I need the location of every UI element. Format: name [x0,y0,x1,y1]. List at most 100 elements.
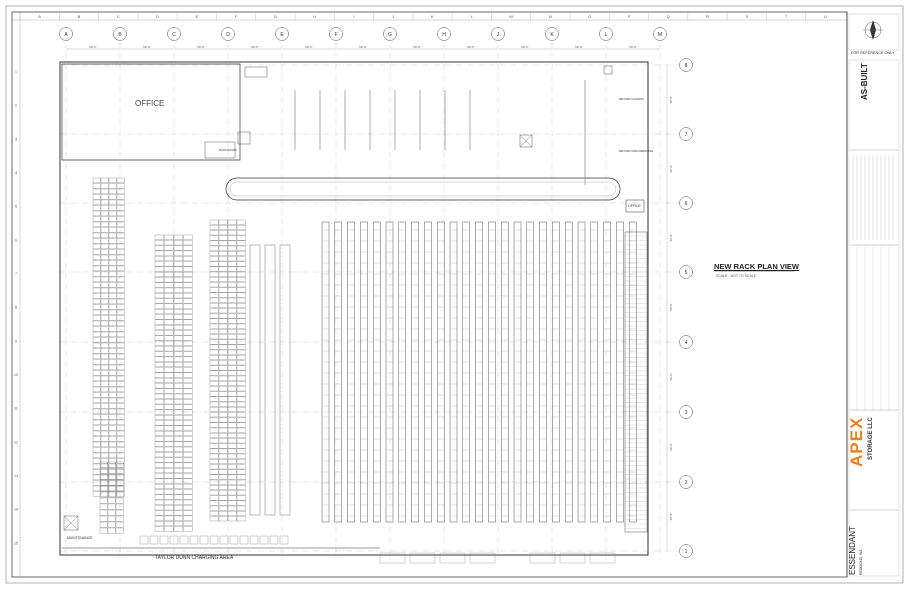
shelf-bin [227,448,237,454]
shelf-bin [116,199,125,206]
shelf-bin [92,249,101,255]
shelf-bin [236,469,246,475]
row-bubble [679,405,693,419]
shelf-column [264,244,276,516]
shelf-bin [183,245,193,251]
shelf-bin [183,356,193,362]
column-bubble [653,27,667,41]
shelf-bin [100,227,109,233]
shelf-bin [227,505,237,511]
shelf-bin [218,251,228,256]
x-marker [519,134,533,148]
shelf-bin [92,430,101,437]
row-bubble-label: 1 [685,549,688,555]
shelf-bin [183,404,193,410]
shelf-bin [154,346,165,352]
shelf-bin [108,199,117,206]
shelf-bin [92,447,101,453]
shelf-bin [227,365,237,371]
column-bubble [599,27,613,41]
shelf-bin [100,397,109,404]
shelf-bin [164,478,174,484]
as-built-label: AS-BUILT [860,63,869,100]
shelf-bin [218,407,228,412]
shelf-bin [183,240,193,246]
shelf-bin [218,365,228,371]
shelf-bin [107,521,116,528]
shelf-bin [154,441,165,447]
shelf-bin [236,485,246,490]
shelf-bin [154,287,165,293]
pallet-rack-row [577,221,586,523]
top-grid-letter: B [78,14,81,19]
shelf-bin [218,323,228,329]
top-grid-letter: N [549,14,552,19]
top-grid-letter: G [274,14,277,19]
shelf-bin [209,386,219,392]
shelf-bin [116,287,125,294]
column-bubble-label: J [497,32,500,38]
shelf-bin [209,266,219,272]
shelf-bin [236,261,246,267]
shelf-bin [115,497,124,504]
shelf-bin [154,436,165,442]
shelf-bin [108,298,117,305]
shelf-bin [92,370,101,376]
shelf-bin [92,260,101,266]
office-block [61,63,241,161]
shelf-bin [116,436,125,442]
column-bubble-label: K [550,32,554,38]
side-grid-number: 4 [15,171,17,175]
row-bubble [679,335,693,349]
shelf-bin [164,372,174,378]
shelf-bin [218,308,228,314]
maintenance-box [63,515,79,531]
shelf-bin [183,234,193,240]
shelf-bin [92,408,101,415]
top-grid-letter: I [353,14,354,19]
shelf-bin [116,183,125,189]
dimension-text: 50'-0" [575,45,583,49]
shelf-bin [108,265,117,272]
shelf-bin [108,205,117,211]
shelf-bin [100,337,109,343]
shelf-bin [154,399,165,405]
shelf-bin [173,399,184,405]
shelf-bin [183,277,193,283]
row-dimension-text: 50'-0" [669,513,673,521]
apex-logo-sub: STORAGE LLC [868,417,874,460]
shelf-bin [218,474,228,480]
shelf-bin [92,293,101,299]
shelf-bin [236,505,246,511]
shelf-bin [164,303,174,309]
top-grid-letter: D [156,14,159,19]
shelf-bin [173,245,184,251]
side-grid-number: 6 [15,238,17,242]
shelf-bin [236,443,246,449]
shelf-bin [108,177,117,184]
shelf-bin [100,205,109,211]
shelf-bin [99,467,108,474]
shelf-bin [100,331,109,338]
row-bubble [679,196,693,210]
shelf-bin [173,510,184,516]
shelf-bin [183,473,193,479]
shelf-bin [164,526,174,532]
shelf-bin [100,353,109,360]
shelf-bin [209,479,219,485]
row-dimension-text: 50'-0" [669,373,673,381]
row-bubble [679,544,693,558]
side-grid-number: 2 [15,104,17,108]
shelf-bin [236,511,246,516]
shelf-bin [218,256,228,262]
shelf-bin [100,326,109,332]
maintenance-label: MAINTENANCE [67,536,93,540]
column-bubble [221,27,235,41]
shelf-bin [108,249,117,255]
charging-spot [149,535,159,545]
shelf-bin [209,396,219,402]
shelf-bin [108,342,117,349]
shelf-bin [173,372,184,378]
shelf-bin [100,430,109,437]
